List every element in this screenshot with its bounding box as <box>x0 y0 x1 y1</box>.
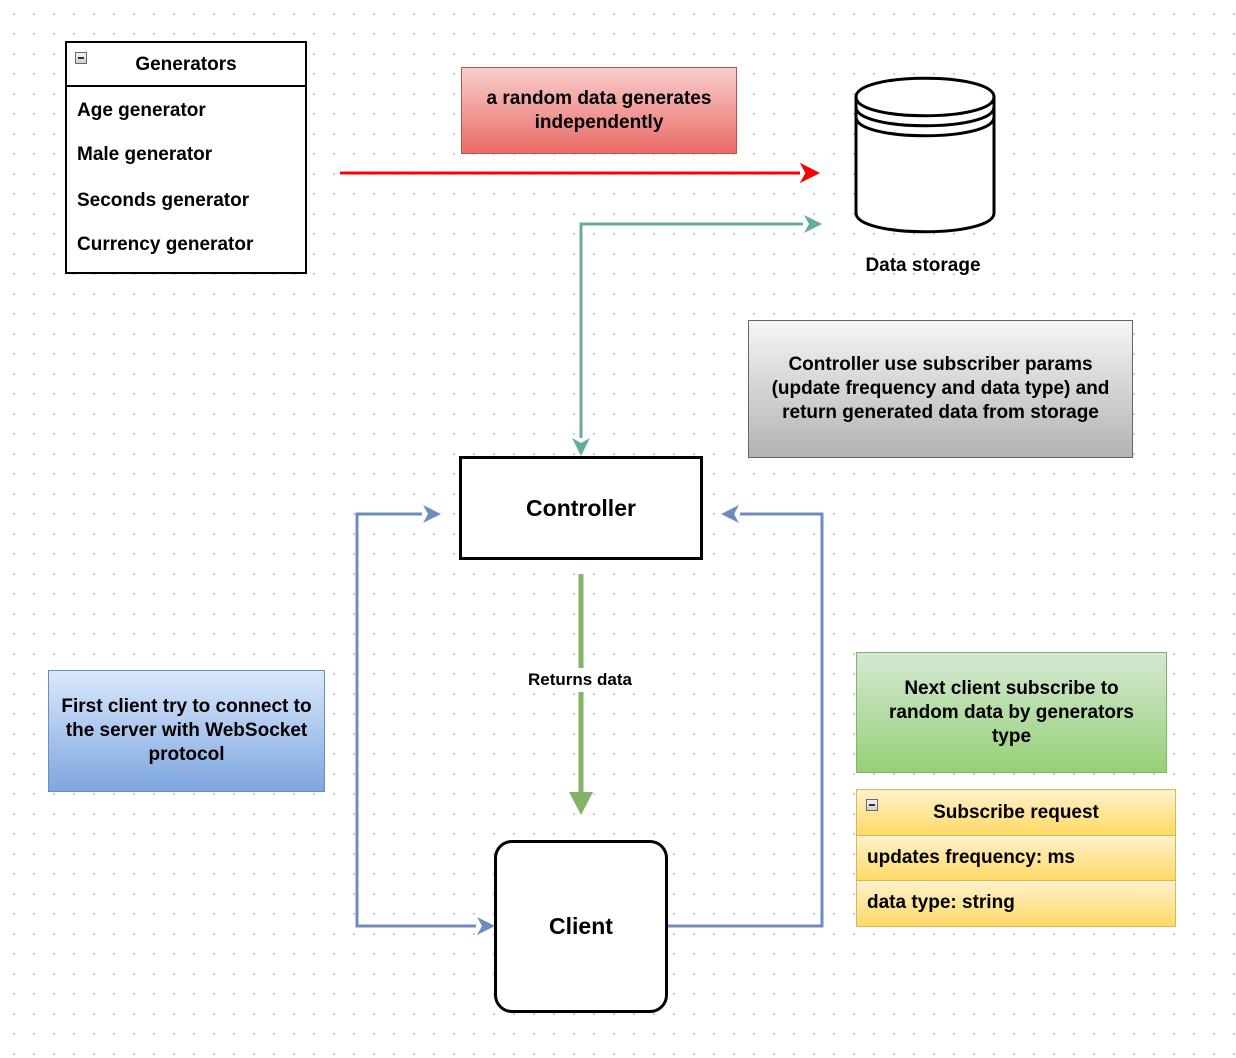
random-data-note-text: a random data generates independently <box>486 87 712 133</box>
subscribe-field: data type: string <box>867 892 1015 913</box>
generators-title: Generators <box>135 54 237 75</box>
list-item: data type: string <box>857 881 1175 926</box>
next-client-note-text: Next client subscribe to random data by … <box>889 677 1134 747</box>
subscribe-header: Subscribe request <box>857 790 1175 836</box>
database-icon <box>853 76 997 234</box>
returns-data-label: Returns data <box>505 668 655 692</box>
controller-description-note: Controller use subscriber params (update… <box>748 320 1133 458</box>
client-connect-arrow-left <box>355 505 495 935</box>
data-storage-label: Data storage <box>865 255 981 276</box>
controller-label: Controller <box>526 494 636 521</box>
collapse-icon[interactable] <box>866 799 878 811</box>
list-item: updates frequency: ms <box>857 836 1175 881</box>
list-item: Currency generator <box>77 234 254 255</box>
returns-data-arrow <box>569 574 593 815</box>
controller-storage-arrow <box>572 215 822 456</box>
subscribe-request-list[interactable]: Subscribe request updates frequency: ms … <box>856 789 1176 927</box>
random-data-note: a random data generates independently <box>461 67 737 154</box>
list-item: Seconds generator <box>77 190 250 211</box>
controller-description-text: Controller use subscriber params (update… <box>771 354 1110 423</box>
controller-node[interactable]: Controller <box>459 456 703 560</box>
generators-to-storage-arrow <box>340 162 821 184</box>
client-node[interactable]: Client <box>494 840 668 1013</box>
generators-header: Generators <box>67 43 305 87</box>
subscribe-title: Subscribe request <box>933 802 1099 823</box>
first-client-note: First client try to connect to the serve… <box>48 670 325 792</box>
list-item: Age generator <box>77 100 206 121</box>
client-label: Client <box>549 913 613 939</box>
generators-list[interactable]: Generators Age generator Male generator … <box>65 41 307 274</box>
collapse-icon[interactable] <box>75 52 87 64</box>
client-subscribe-arrow-right <box>668 505 824 928</box>
first-client-note-text: First client try to connect to the serve… <box>61 696 312 765</box>
list-item: Male generator <box>77 144 213 165</box>
next-client-note: Next client subscribe to random data by … <box>856 652 1167 773</box>
subscribe-field: updates frequency: ms <box>867 847 1075 868</box>
